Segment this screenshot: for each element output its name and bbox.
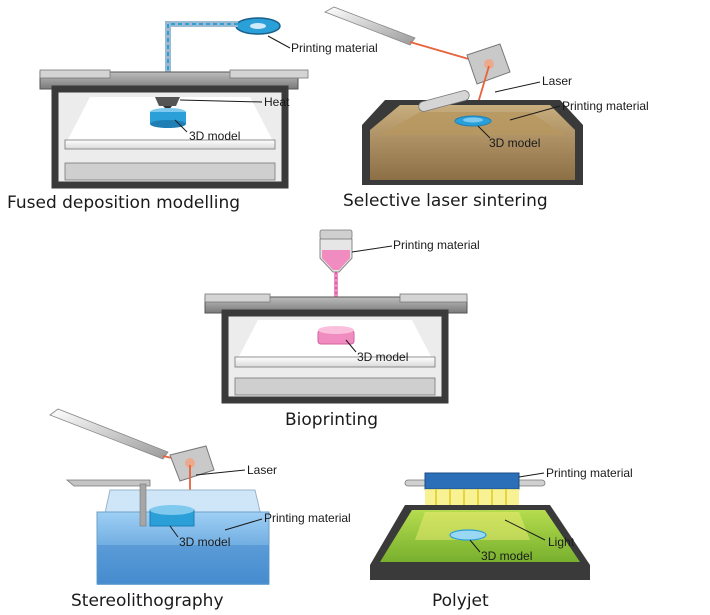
bio-lower-shelf — [234, 377, 436, 396]
sls-label-3d-model: 3D model — [489, 136, 540, 150]
polyjet-leader-light — [504, 519, 546, 541]
bio-leader-material — [351, 245, 393, 253]
bio-label-printing-material: Printing material — [393, 238, 480, 252]
sla-leader-material — [224, 518, 263, 531]
fdm-leader-heat — [179, 99, 263, 103]
fdm-shelf — [64, 139, 276, 150]
sla-platform-arm — [65, 479, 151, 487]
fdm-label-heat: Heat — [264, 95, 290, 109]
panel-polyjet: Printing material Light 3D model Polyjet — [370, 466, 633, 611]
filament-spool-hub — [250, 23, 266, 29]
sla-vat-front — [97, 545, 269, 585]
bio-syringe-ink — [322, 250, 350, 270]
sls-3d-model-inner — [463, 117, 483, 123]
sla-title: Stereolithography — [71, 591, 224, 611]
fdm-lower-shelf — [64, 162, 276, 181]
bio-title: Bioprinting — [285, 410, 378, 430]
fdm-title: Fused deposition modelling — [7, 193, 240, 213]
bio-syringe-cap — [319, 229, 353, 240]
sls-roller — [418, 90, 470, 112]
polyjet-label-3d-model: 3D model — [481, 549, 532, 563]
panel-fdm: Printing material Heat 3D model Fused de… — [7, 17, 378, 213]
sla-3d-model-top — [150, 505, 194, 515]
sla-leader-model — [169, 525, 179, 538]
polyjet-label-printing-material: Printing material — [546, 466, 633, 480]
polyjet-leader-model — [469, 539, 481, 553]
sls-leader-material — [509, 105, 561, 121]
sls-title: Selective laser sintering — [343, 191, 548, 211]
polyjet-label-light: Light — [548, 535, 575, 549]
sls-laser-emitter — [324, 6, 416, 46]
bio-shelf — [234, 356, 436, 368]
fdm-leader-model — [174, 119, 188, 133]
polyjet-glow — [415, 512, 530, 540]
filament-line — [167, 23, 238, 97]
polyjet-3d-model — [449, 529, 487, 541]
fdm-3d-model-base — [150, 120, 186, 128]
polyjet-title: Polyjet — [432, 591, 489, 611]
sla-label-printing-material: Printing material — [264, 511, 351, 525]
bio-leader-model — [345, 339, 357, 353]
sls-label-printing-material: Printing material — [562, 99, 649, 113]
panel-sls: Laser Printing material 3D model Selecti… — [324, 6, 649, 211]
bio-gantry-cap-right — [399, 293, 468, 303]
fdm-leader-material — [267, 35, 291, 49]
polyjet-print-head — [424, 472, 520, 490]
sls-label-laser: Laser — [542, 74, 572, 88]
fdm-nozzle — [155, 97, 180, 106]
sla-label-3d-model: 3D model — [179, 535, 230, 549]
bio-gantry-cap-left — [204, 293, 271, 303]
fdm-gantry-cap-left — [39, 69, 111, 79]
panel-sla: Laser Printing material 3D model Stereol… — [49, 408, 351, 611]
fdm-label-printing-material: Printing material — [291, 41, 378, 55]
fdm-label-3d-model: 3D model — [189, 129, 240, 143]
bio-label-3d-model: 3D model — [357, 350, 408, 364]
sla-laser-emitter — [49, 408, 169, 460]
polyjet-leader-material — [518, 472, 545, 478]
sls-mirror-glow — [484, 59, 494, 69]
sls-leader-model — [477, 125, 491, 139]
sla-leader-laser — [195, 469, 246, 476]
sls-leader-laser — [494, 81, 541, 93]
sla-platform-rod — [139, 483, 147, 527]
panel-bio: Printing material 3D model Bioprinting — [204, 229, 480, 430]
bio-3d-model-top — [318, 326, 354, 334]
sla-label-laser: Laser — [247, 463, 277, 477]
sla-mirror-glow — [185, 458, 195, 468]
fdm-gantry-cap-right — [229, 69, 309, 79]
